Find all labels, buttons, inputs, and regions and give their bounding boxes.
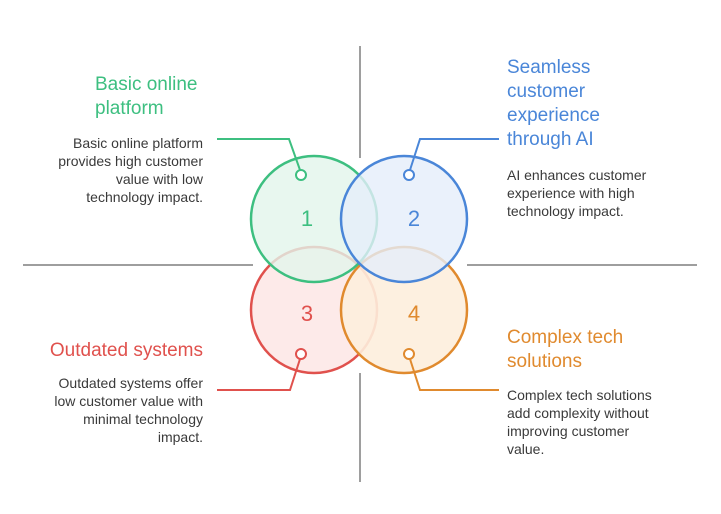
circle-4-number: 4: [408, 301, 420, 326]
connector-4-dot: [403, 348, 415, 360]
circle-2-number: 2: [408, 206, 420, 231]
quadrant-3-description-line: impact.: [157, 429, 203, 445]
quadrant-1-description-line: provides high customer: [58, 153, 203, 169]
quadrant-2-title-line: Seamless: [507, 57, 591, 78]
circle-3-number: 3: [301, 301, 313, 326]
quadrant-1-title: Basic online platform: [95, 73, 225, 121]
quadrant-3-description: Outdated systems offer low customer valu…: [23, 374, 203, 446]
connector-3: [217, 358, 301, 391]
quadrant-1-description-line: value with low: [115, 171, 203, 187]
quadrant-1-description-line: Basic online platform: [73, 135, 203, 151]
quadrant-1-description-line: technology impact.: [86, 189, 203, 205]
quadrant-2-description: AI enhances customer experience with hig…: [507, 166, 697, 220]
quadrant-4-description-line: add complexity without: [507, 405, 649, 421]
connector-2-dot: [403, 169, 415, 181]
quadrant-2-description-line: experience with high: [507, 185, 635, 201]
quadrant-1-title-line: platform: [95, 98, 164, 119]
quadrant-3-title-line: Outdated systems: [49, 340, 203, 361]
quadrant-1-title-line: Basic online: [95, 74, 198, 95]
circle-2: [339, 154, 469, 284]
quadrant-3-description-line: Outdated systems offer: [58, 375, 203, 391]
quadrant-4-title-line: solutions: [507, 351, 582, 372]
circle-1-number: 1: [301, 206, 313, 231]
connector-2: [409, 138, 499, 171]
quadrant-3-description-line: low customer value with: [54, 393, 203, 409]
quadrant-3-title: Outdated systems: [23, 339, 203, 363]
connector-1-dot: [295, 169, 307, 181]
quadrant-4-description-line: improving customer: [507, 423, 630, 439]
quadrant-1-description: Basic online platform provides high cust…: [23, 134, 203, 206]
connector-4: [409, 358, 499, 391]
quadrant-2-title-line: experience: [507, 105, 600, 126]
quadrant-4-title-line: Complex tech: [507, 327, 624, 348]
quadrant-2-title-line: customer: [507, 81, 586, 102]
quadrant-2-description-line: technology impact.: [507, 203, 624, 219]
quadrant-4-description-line: value.: [507, 441, 545, 457]
quadrant-2-title: Seamless customer experience through AI: [507, 56, 697, 152]
connector-1: [217, 138, 301, 171]
quadrant-4-description-line: Complex tech solutions: [507, 387, 652, 403]
quadrant-2-title-line: through AI: [507, 129, 594, 150]
quadrant-2-description-line: AI enhances customer: [507, 167, 647, 183]
quadrant-4-description: Complex tech solutions add complexity wi…: [507, 386, 697, 458]
quadrant-3-description-line: minimal technology: [83, 411, 203, 427]
quadrant-4-title: Complex tech solutions: [507, 326, 697, 374]
connector-3-dot: [295, 348, 307, 360]
